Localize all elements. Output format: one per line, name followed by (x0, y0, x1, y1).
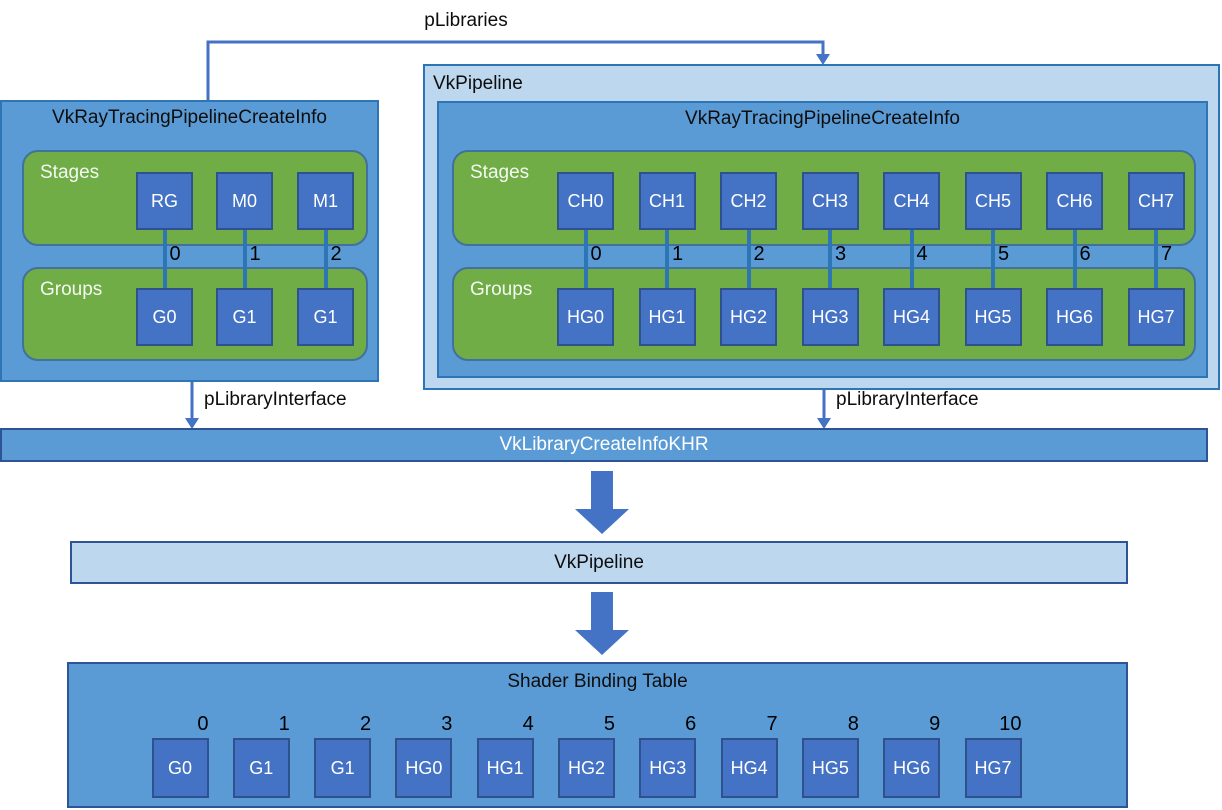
group-index-label: 0 (169, 243, 181, 265)
group-square: G1 (216, 288, 273, 346)
stage-square: M1 (297, 172, 354, 230)
sbt-square: HG6 (883, 738, 941, 798)
sbt-square: G0 (151, 738, 209, 798)
sbt-square: HG5 (801, 738, 859, 798)
sbt-title: Shader Binding Table (507, 671, 688, 692)
plibraries-label: pLibraries (424, 10, 508, 31)
group-square: HG6 (1046, 288, 1103, 346)
group-square: HG4 (883, 288, 940, 346)
stage-group-connector (665, 230, 669, 288)
group-index-label: 3 (835, 243, 847, 265)
group-square: HG0 (557, 288, 614, 346)
stage-group-connector (323, 230, 328, 288)
stage-square: CH2 (720, 172, 777, 230)
group-index-label: 2 (753, 243, 765, 265)
group-index-label: 0 (590, 243, 602, 265)
group-index-label: 7 (1161, 243, 1173, 265)
sbt-index-label: 4 (522, 713, 534, 735)
group-square: G0 (136, 288, 193, 346)
sbt-index-label: 9 (929, 713, 941, 735)
library-createinfo-bar: VkLibraryCreateInfoKHR (0, 428, 1208, 462)
library-createinfo-bar-label: VkLibraryCreateInfoKHR (499, 434, 709, 455)
group-index-label: 4 (916, 243, 928, 265)
group-square: HG7 (1127, 288, 1185, 346)
stage-square: CH5 (964, 172, 1022, 230)
sbt-index-label: 10 (999, 713, 1022, 735)
right-createinfo-title: VkRayTracingPipelineCreateInfo (685, 108, 960, 129)
sbt-index-label: 7 (766, 713, 778, 735)
stage-group-connector (1154, 230, 1158, 288)
stage-group-connector (909, 230, 914, 288)
stage-group-connector (242, 230, 247, 288)
pipeline-bar-label: VkPipeline (554, 551, 644, 573)
group-index-label: 5 (998, 243, 1010, 265)
sbt-index-label: 5 (603, 713, 615, 735)
sbt-square: HG4 (720, 738, 778, 798)
sbt-square: G1 (232, 738, 290, 798)
stage-group-connector (162, 230, 167, 288)
group-index-label: 1 (249, 243, 261, 265)
right-pipeline-title: VkPipeline (433, 73, 523, 94)
right-groups-label: Groups (470, 279, 533, 300)
down-block-arrow-icon (575, 592, 629, 655)
sbt-square: HG0 (395, 738, 453, 798)
sbt-index-label: 3 (441, 713, 453, 735)
stage-square: CH1 (638, 172, 696, 230)
sbt-square: HG3 (639, 738, 697, 798)
stage-group-connector (991, 230, 995, 288)
left-stages-label: Stages (40, 162, 100, 183)
stage-square: M0 (216, 172, 273, 230)
group-index-label: 6 (1079, 243, 1091, 265)
stage-group-connector (583, 230, 588, 288)
group-square: HG1 (638, 288, 696, 346)
stage-square: CH4 (883, 172, 940, 230)
sbt-index-label: 1 (278, 713, 290, 735)
right-stages-label: Stages (470, 162, 530, 183)
left-interface-label: pLibraryInterface (204, 389, 347, 410)
stage-square: CH7 (1127, 172, 1185, 230)
sbt-square: HG2 (558, 738, 615, 798)
group-square: HG5 (964, 288, 1022, 346)
stage-group-connector (828, 230, 832, 288)
group-index-label: 1 (672, 243, 684, 265)
stage-group-connector (746, 230, 751, 288)
group-square: HG2 (720, 288, 777, 346)
left-groups-label: Groups (40, 279, 103, 300)
pipeline-bar: VkPipeline (70, 541, 1128, 584)
left-library-title: VkRayTracingPipelineCreateInfo (52, 107, 327, 128)
stage-square: CH0 (557, 172, 614, 230)
stage-square: RG (136, 172, 193, 230)
group-square: G1 (297, 288, 354, 346)
sbt-square: G1 (314, 738, 372, 798)
sbt-index-label: 8 (847, 713, 859, 735)
sbt-index-label: 6 (685, 713, 697, 735)
sbt-index-label: 2 (359, 713, 372, 735)
group-index-label: 2 (330, 243, 342, 265)
right-interface-label: pLibraryInterface (836, 389, 979, 410)
sbt-index-label: 0 (197, 713, 209, 735)
sbt-square: HG1 (476, 738, 534, 798)
group-square: HG3 (801, 288, 859, 346)
stage-square: CH3 (801, 172, 859, 230)
stage-square: CH6 (1046, 172, 1103, 230)
down-block-arrow-icon (575, 471, 629, 534)
sbt-square: HG7 (964, 738, 1022, 798)
stage-group-connector (1072, 230, 1077, 288)
